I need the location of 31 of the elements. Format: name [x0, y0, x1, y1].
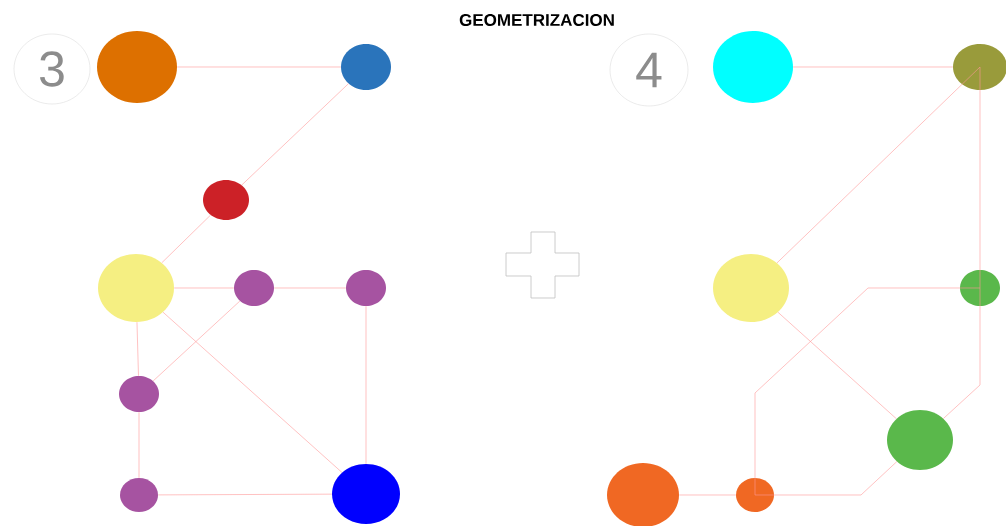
dot: [960, 270, 1000, 306]
connector-line: [273, 287, 347, 289]
connector-line: [777, 311, 897, 420]
dot: [346, 270, 386, 306]
connector-line: [792, 66, 954, 68]
connector-line: [678, 494, 737, 496]
connector-line: [162, 311, 343, 473]
connector-line: [152, 300, 241, 382]
dot: [234, 270, 274, 306]
dot: [97, 31, 177, 103]
dot: [332, 464, 400, 524]
connector-line: [776, 66, 981, 264]
dot: [341, 44, 391, 90]
connector-line: [241, 83, 349, 186]
dot: [98, 254, 174, 322]
dot: [736, 478, 774, 512]
connector-line: [157, 493, 333, 496]
connector-line: [161, 214, 211, 264]
dot: [119, 376, 159, 412]
connector-line: [136, 321, 139, 377]
connector-line: [943, 287, 981, 419]
dot: [203, 180, 249, 220]
title: GEOMETRIZACION: [459, 13, 614, 26]
dot: [887, 410, 953, 470]
connector-line: [754, 461, 898, 496]
connector-line: [176, 66, 342, 68]
dot: [713, 31, 793, 103]
connector-line: [754, 287, 981, 496]
dot: [713, 254, 789, 322]
dot: [120, 478, 158, 512]
connector-line: [173, 287, 235, 289]
